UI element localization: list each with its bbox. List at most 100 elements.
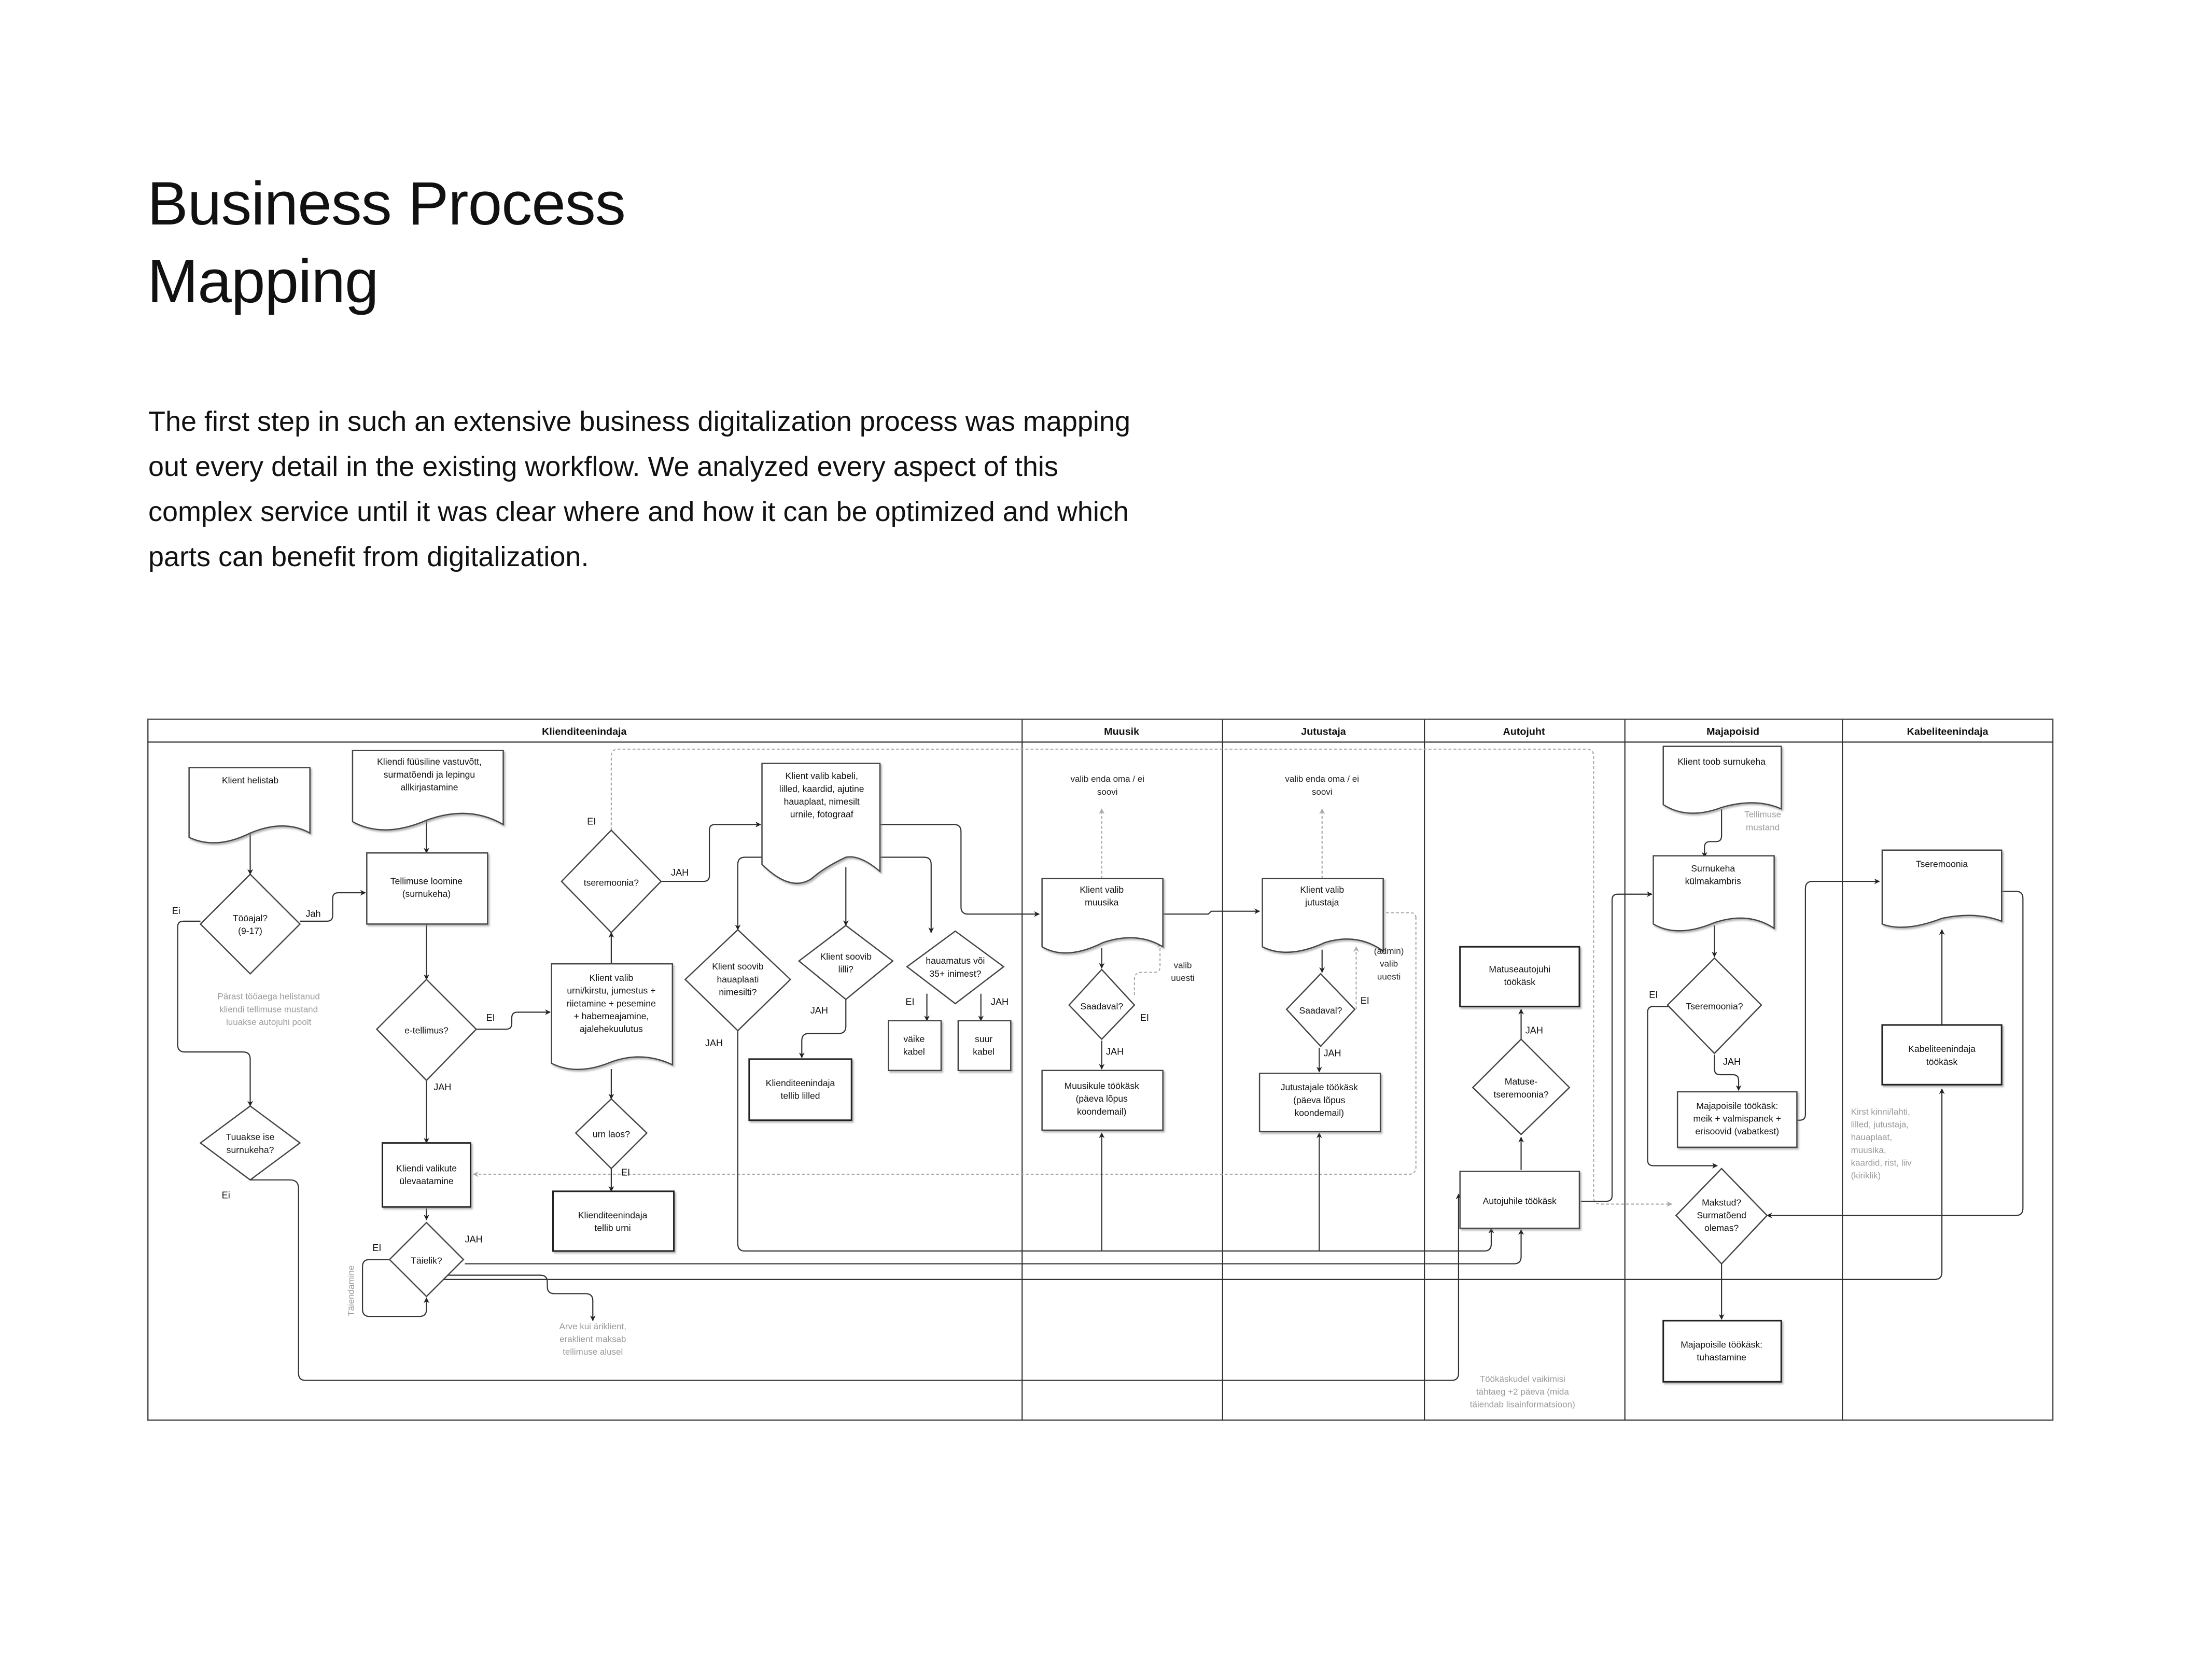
note-text: muusika, xyxy=(1851,1145,1886,1155)
node-text: Klienditeenindaja xyxy=(766,1078,835,1088)
note-text: Tellimuse xyxy=(1744,810,1781,820)
node-tseremoonia-decision: tseremoonia? xyxy=(561,829,662,934)
node-text: koondemail) xyxy=(1077,1106,1126,1117)
node-text: tuhastamine xyxy=(1697,1352,1746,1362)
edge-label-ei: EI xyxy=(587,816,596,826)
node-text: urn laos? xyxy=(593,1129,630,1140)
node-tellib-urni: Klienditeenindaja tellib urni xyxy=(552,1190,675,1252)
node-matusetseremoonia-decision: Matuse- tseremoonia? xyxy=(1472,1038,1571,1135)
note-tookaskudel: Töökäskudel vaikimisi tähtaeg +2 päeva (… xyxy=(1470,1374,1575,1409)
node-text: Surmatõend xyxy=(1697,1210,1746,1220)
node-text: muusika xyxy=(1085,897,1119,908)
node-text: riietamine + pesemine xyxy=(567,998,656,1008)
lane-header-muusik: Muusik xyxy=(1104,726,1139,738)
node-fyysiline-vastuvott: Kliendi füüsiline vastuvõtt, surmatõendi… xyxy=(352,750,504,831)
node-text: olemas? xyxy=(1704,1223,1739,1233)
note-text: Töökäskudel vaikimisi xyxy=(1480,1374,1565,1384)
node-text: Autojuhile töökäsk xyxy=(1483,1196,1557,1206)
node-text: Tellimuse loomine xyxy=(390,876,463,887)
node-majapoisile-tookask-meik: Majapoisile töökäsk: meik + valmispanek … xyxy=(1676,1091,1798,1148)
note-text: soovi xyxy=(1312,787,1333,797)
node-text: Kliendi füüsiline vastuvõtt, xyxy=(377,756,482,767)
edge-label-jah: JAH xyxy=(1106,1047,1124,1057)
note-muusik-valib-enda: valib enda oma / ei soovi xyxy=(1070,774,1144,797)
note-text: luuakse autojuhi poolt xyxy=(226,1017,312,1027)
node-text: töökäsk xyxy=(1926,1057,1958,1067)
node-text: tellib lilled xyxy=(781,1091,820,1101)
node-tooajal-decision: Tööajal? (9-17) xyxy=(199,873,301,975)
node-hauamatus-decision: hauamatus või 35+ inimest? xyxy=(906,930,1005,1005)
node-text: erisoovid (vabatkest) xyxy=(1695,1126,1779,1136)
node-text: koondemail) xyxy=(1295,1108,1344,1118)
edge-label-jah: JAH xyxy=(1323,1048,1341,1058)
node-text: tellib urni xyxy=(595,1223,631,1233)
note-text: Kirst kinni/lahti, xyxy=(1851,1107,1910,1117)
note-text: kliendi tellimuse mustand xyxy=(219,1004,318,1014)
note-jutustaja-valib-enda: valib enda oma / ei soovi xyxy=(1285,774,1359,797)
node-text: väike xyxy=(903,1034,925,1044)
node-text: Majapoisile töökäsk: xyxy=(1681,1339,1762,1349)
edge-label-ei: EI xyxy=(1649,990,1658,1000)
node-text: allkirjastamine xyxy=(400,782,458,793)
node-muusikule-tookask: Muusikule töökäsk (päeva lõpus koondemai… xyxy=(1041,1070,1164,1131)
node-text: urnile, fotograaf xyxy=(790,809,853,820)
node-text: Matuse- xyxy=(1505,1076,1537,1087)
edge-label-ei: EI xyxy=(372,1243,381,1253)
node-lilli-decision: Klient soovib lilli? xyxy=(797,924,894,1001)
node-text: Klient soovib xyxy=(820,951,872,962)
node-majapoisid-tseremoonia-decision: Tseremoonia? xyxy=(1667,957,1762,1055)
node-text: Klienditeenindaja xyxy=(578,1210,648,1220)
note-text: mustand xyxy=(1746,822,1780,832)
node-text: tseremoonia? xyxy=(584,877,639,888)
node-tseremoonia-document: Tseremoonia xyxy=(1881,849,2003,928)
node-tellimuse-loomine: Tellimuse loomine (surnukeha) xyxy=(366,852,488,925)
node-text: Jutustajale töökäsk xyxy=(1281,1082,1358,1092)
edge-label-ei: EI xyxy=(1140,1013,1149,1023)
node-klient-valib-jutustaja: Klient valib jutustaja xyxy=(1262,878,1384,953)
edge-labels: Ei Jah EI JAH EI JAH JAH JAH EI JAH EI E… xyxy=(172,816,1741,1253)
note-taiendamine: Täiendamine xyxy=(346,1266,356,1316)
node-text: (9-17) xyxy=(238,926,262,936)
lane-header-majapoisid: Majapoisid xyxy=(1706,726,1759,738)
node-makstud-decision: Makstud? Surmatõend olemas? xyxy=(1675,1168,1768,1265)
node-text: Kabeliteenindaja xyxy=(1908,1044,1976,1054)
node-urn-laos-decision: urn laos? xyxy=(575,1098,648,1170)
node-klient-valib-kabeli: Klient valib kabeli, lilled, kaardid, aj… xyxy=(761,763,881,884)
note-text: lilled, jutustaja, xyxy=(1851,1119,1909,1129)
node-text: (surnukeha) xyxy=(402,889,451,899)
node-tuuakse-ise-decision: Tuuakse ise surnukeha? xyxy=(199,1105,301,1181)
note-tellimuse-mustand: Tellimuse mustand xyxy=(1744,810,1781,833)
note-parast-tooaega: Pärast tööaega helistanud kliendi tellim… xyxy=(217,992,319,1027)
note-text: uuesti xyxy=(1171,973,1194,983)
node-tellib-lilled: Klienditeenindaja tellib lilled xyxy=(748,1058,852,1121)
node-text: + habemeajamine, xyxy=(574,1011,649,1021)
note-text: valib xyxy=(1380,959,1398,969)
node-text: Klient valib xyxy=(1080,884,1124,895)
annotations: Pärast tööaega helistanud kliendi tellim… xyxy=(217,774,1912,1410)
connectors xyxy=(177,748,2024,1381)
note-jutustaja-admin-valib: (admin) valib uuesti xyxy=(1374,946,1404,981)
edge-label-jah: Jah xyxy=(305,909,320,919)
edge-label-jah: JAH xyxy=(705,1038,723,1048)
node-text: kabel xyxy=(973,1047,995,1057)
note-text: eraklient maksab xyxy=(559,1334,626,1344)
note-text: (kiriklik) xyxy=(1851,1171,1881,1180)
node-text: Matuseautojuhi xyxy=(1489,964,1550,975)
node-text: hauaplaat, nimesilt xyxy=(784,796,860,807)
lane-header-jutustaja: Jutustaja xyxy=(1301,726,1347,738)
swimlane-frame xyxy=(147,719,2054,1421)
node-jutustajale-tookask: Jutustajale töökäsk (päeva lõpus koondem… xyxy=(1258,1073,1381,1132)
edge-label-ei: Ei xyxy=(172,906,180,916)
lane-headers: Klienditeenindaja Muusik Jutustaja Autoj… xyxy=(542,726,1989,738)
intro-line: out every detail in the existing workflo… xyxy=(148,451,1058,482)
node-text: Makstud? xyxy=(1702,1197,1741,1207)
node-text: nimesilti? xyxy=(719,987,757,997)
edge-label-jah: JAH xyxy=(671,867,689,878)
node-text: Muusikule töökäsk xyxy=(1065,1080,1139,1091)
page-title: Business Process Mapping xyxy=(147,165,626,320)
note-kirst-kinni: Kirst kinni/lahti, lilled, jutustaja, ha… xyxy=(1851,1107,1912,1180)
node-valikute-ulevaatamine: Kliendi valikute ülevaatamine xyxy=(381,1142,471,1208)
note-text: valib xyxy=(1174,960,1192,970)
edge-label-jah: JAH xyxy=(1723,1057,1741,1067)
node-text: Klient helistab xyxy=(222,775,278,785)
